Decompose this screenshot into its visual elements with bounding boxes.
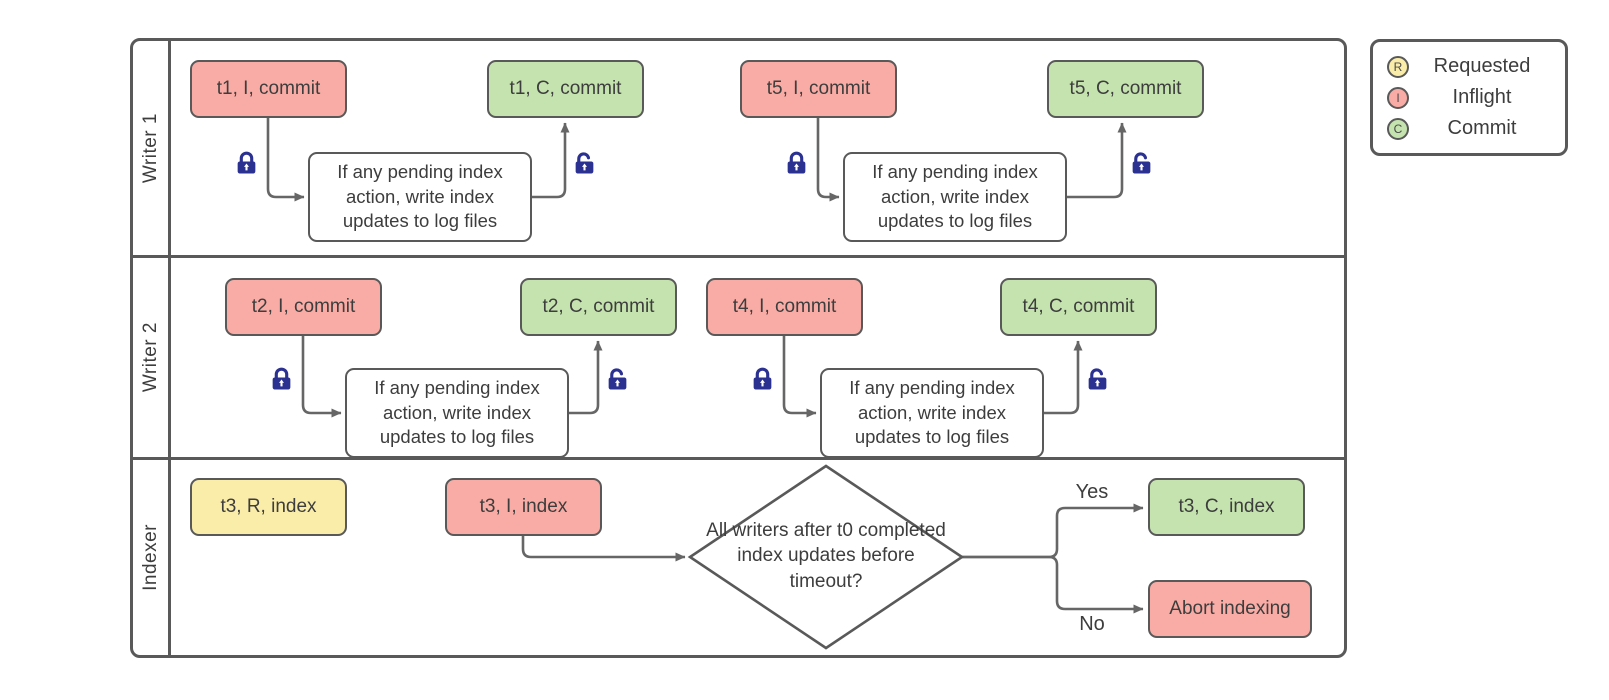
lock-closed-icon — [272, 367, 291, 390]
inflight-state-icon: I — [1387, 86, 1409, 109]
node-t4-commit: t4, C, commit — [1000, 278, 1157, 336]
lane-writer-1: Writer 1 — [133, 41, 1344, 258]
lane-label: Writer 2 — [139, 322, 161, 393]
requested-state-icon: R — [1387, 55, 1409, 78]
node-t3-requested: t3, R, index — [190, 478, 347, 536]
node-process-1: If any pending index action, write index… — [308, 152, 532, 242]
node-t3-commit: t3, C, index — [1148, 478, 1305, 536]
branch-label-yes: Yes — [1075, 481, 1109, 503]
node-process-3: If any pending index action, write index… — [345, 368, 569, 458]
node-t4-inflight: t4, I, commit — [706, 278, 863, 336]
node-t3-inflight: t3, I, index — [445, 478, 602, 536]
lock-open-icon — [575, 152, 594, 174]
lock-closed-icon — [753, 367, 772, 390]
lock-closed-icon — [787, 151, 806, 174]
lane-header-indexer: Indexer — [133, 460, 171, 655]
lane-writer-2: Writer 2 — [133, 258, 1344, 460]
node-t5-inflight: t5, I, commit — [740, 60, 897, 118]
lock-closed-icon — [237, 151, 256, 174]
node-t1-commit: t1, C, commit — [487, 60, 644, 118]
legend-label: Requested — [1433, 55, 1531, 77]
legend-item-commit: C Commit — [1387, 113, 1555, 144]
lane-label: Indexer — [139, 524, 161, 591]
node-process-4: If any pending index action, write index… — [820, 368, 1044, 458]
lane-header-writer-2: Writer 2 — [133, 258, 171, 457]
node-t2-inflight: t2, I, commit — [225, 278, 382, 336]
legend-label: Inflight — [1452, 86, 1512, 108]
decision-label: All writers after t0 completed index upd… — [706, 520, 946, 592]
node-t5-commit: t5, C, commit — [1047, 60, 1204, 118]
commit-state-icon: C — [1387, 117, 1409, 140]
node-abort-indexing: Abort indexing — [1148, 580, 1312, 638]
legend-item-requested: R Requested — [1387, 51, 1555, 82]
legend: R Requested I Inflight C Commit — [1370, 39, 1568, 156]
legend-label: Commit — [1447, 117, 1517, 139]
branch-label-no: No — [1079, 613, 1105, 635]
node-process-2: If any pending index action, write index… — [843, 152, 1067, 242]
lock-open-icon — [608, 368, 627, 390]
lock-open-icon — [1132, 152, 1151, 174]
lane-indexer: Indexer — [133, 460, 1344, 655]
lane-header-writer-1: Writer 1 — [133, 41, 171, 255]
node-t2-commit: t2, C, commit — [520, 278, 677, 336]
lane-label: Writer 1 — [139, 112, 161, 184]
legend-item-inflight: I Inflight — [1387, 82, 1555, 113]
lock-open-icon — [1088, 368, 1107, 390]
node-t1-inflight: t1, I, commit — [190, 60, 347, 118]
